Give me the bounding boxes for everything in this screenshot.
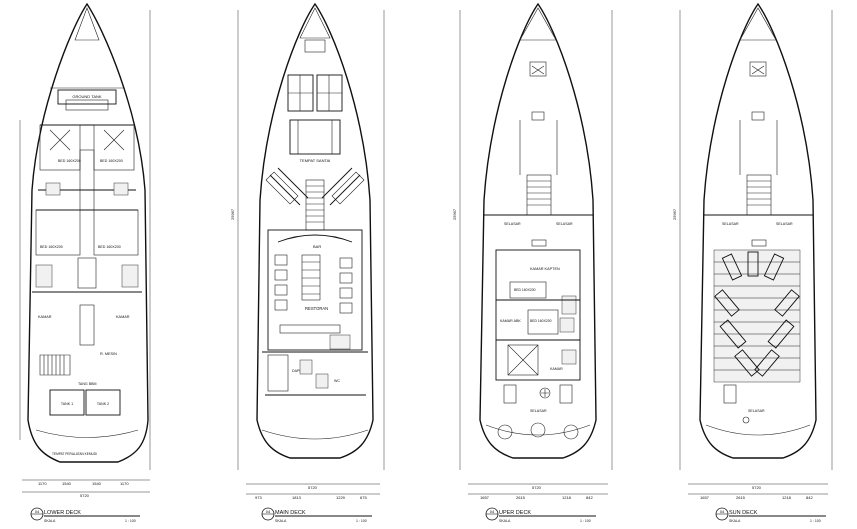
upper-dim-2: 2615: [516, 495, 526, 500]
lower-tank2-label: TANK 2: [97, 402, 109, 406]
ground-tank-label: GROUND TANK: [72, 94, 102, 99]
upper-deck-number: 04: [490, 509, 495, 514]
lower-title-block: 04 LOWER DECK SKALA 1 : 100: [30, 507, 140, 523]
upper-bed-label-1: BED 160X200: [514, 288, 536, 292]
main-restaurant-label: RESTORAN: [305, 306, 328, 311]
upper-crew-cabin-label: KAMAR ABK: [500, 319, 521, 323]
sun-length-dim: 25967: [672, 208, 677, 220]
lower-deck-plan: GROUND TANK BED 160X200 BED 160X200 BED …: [19, 2, 151, 523]
main-scale-label: SKALA: [275, 519, 287, 523]
main-total-width: 5720: [308, 485, 318, 490]
main-length-dim: 25967: [230, 208, 235, 220]
upper-deck-title: UPER DECK: [499, 510, 531, 516]
upper-captain-cabin-label: KAMAR KAPTEN: [530, 267, 560, 271]
sun-selasar-top-right: SELASAR: [776, 222, 793, 226]
upper-dim-4: 842: [586, 495, 593, 500]
main-dim-4: 675: [360, 495, 367, 500]
upper-deck-hull-outline: [479, 2, 597, 459]
main-bar-label: BAR: [313, 244, 321, 249]
lower-bed-label-ml: BED 160X200: [40, 245, 63, 249]
upper-length-dim: 25967: [452, 208, 457, 220]
lower-scale-value: 1 : 100: [125, 519, 136, 523]
sun-deck-title: SUN DECK: [729, 510, 758, 516]
sun-lounger-group: [714, 251, 800, 377]
lower-steering-label: TEMPAT PERALATAN KEMUDI: [52, 452, 97, 456]
main-title-block: 04 MAIN DECK SKALA 1 : 100: [261, 507, 372, 523]
lower-dim-3: 1540: [92, 481, 102, 486]
lower-dim-4: 1170: [120, 481, 129, 486]
sun-deck-number: 04: [720, 509, 725, 514]
upper-scale-label: SKALA: [499, 519, 511, 523]
lower-engine-room-label: R. MESIN: [100, 352, 117, 356]
lower-deck-hull-outline: [27, 2, 149, 463]
lower-total-width: 5720: [80, 493, 90, 498]
lower-tank1-label: TANK 1: [61, 402, 73, 406]
upper-cabin-label: KAMAR: [550, 367, 563, 371]
main-santai-label: TEMPAT SANTAI: [300, 158, 331, 163]
sun-dim-3: 1218: [782, 495, 792, 500]
main-deck-plan: TEMPAT SANTAI BAR RESTORAN DAPUR WC 973 …: [230, 2, 385, 523]
lower-bed-label-fr: BED 160X200: [100, 159, 123, 163]
upper-deck-plan: SELASAR SELASAR KAMAR KAPTEN BED 160X200…: [452, 2, 613, 523]
sun-title-block: 04 SUN DECK SKALA 1 : 100: [715, 507, 826, 523]
main-dim-3: 1229: [336, 495, 346, 500]
upper-selasar-top-left: SELASAR: [504, 222, 521, 226]
upper-bed-label-2: BED 160X200: [530, 319, 552, 323]
upper-scale-value: 1 : 100: [580, 519, 591, 523]
main-dim-2: 1813: [292, 495, 302, 500]
sun-scale-value: 1 : 100: [810, 519, 821, 523]
sun-selasar-bottom: SELASAR: [748, 409, 765, 413]
upper-selasar-bottom: SELASAR: [530, 409, 547, 413]
lower-dim-2: 1540: [62, 481, 72, 486]
lower-fuel-tank-room-label: TANG BBM: [78, 382, 97, 386]
sun-total-width: 5720: [752, 485, 762, 490]
sun-dim-1: 1657: [700, 495, 710, 500]
lower-bed-label-fl: BED 160X200: [58, 159, 81, 163]
main-deck-number: 04: [266, 509, 271, 514]
upper-dim-1: 1657: [480, 495, 490, 500]
main-wc-label: WC: [334, 379, 340, 383]
lower-cabin-right-label: KAMAR: [116, 315, 130, 319]
main-dim-1: 973: [255, 495, 262, 500]
upper-title-block: 04 UPER DECK SKALA 1 : 100: [485, 507, 596, 523]
main-deck-title: MAIN DECK: [275, 510, 306, 516]
sun-selasar-top-left: SELASAR: [722, 222, 739, 226]
lower-deck-number: 04: [35, 509, 40, 514]
sun-dim-2: 2615: [736, 495, 746, 500]
sun-deck-plan: SELASAR SELASAR SELASAR 1657 2615 1218 8…: [672, 2, 833, 523]
sun-scale-label: SKALA: [729, 519, 741, 523]
sun-lounge-area: [713, 249, 801, 383]
lower-cabin-left-label: KAMAR: [38, 315, 52, 319]
sun-dim-4: 842: [806, 495, 813, 500]
main-deck-hull-outline: [256, 2, 374, 459]
main-scale-value: 1 : 100: [356, 519, 367, 523]
lower-dim-1: 1170: [38, 481, 47, 486]
upper-total-width: 5720: [532, 485, 542, 490]
upper-selasar-top-right: SELASAR: [556, 222, 573, 226]
upper-dim-3: 1218: [562, 495, 572, 500]
lower-bed-label-mr: BED 160X200: [98, 245, 121, 249]
main-kitchen-label: DAPUR: [292, 369, 305, 373]
lower-scale-label: SKALA: [44, 519, 56, 523]
sun-deck-hull-outline: [699, 2, 817, 459]
lower-deck-title: LOWER DECK: [44, 510, 81, 516]
